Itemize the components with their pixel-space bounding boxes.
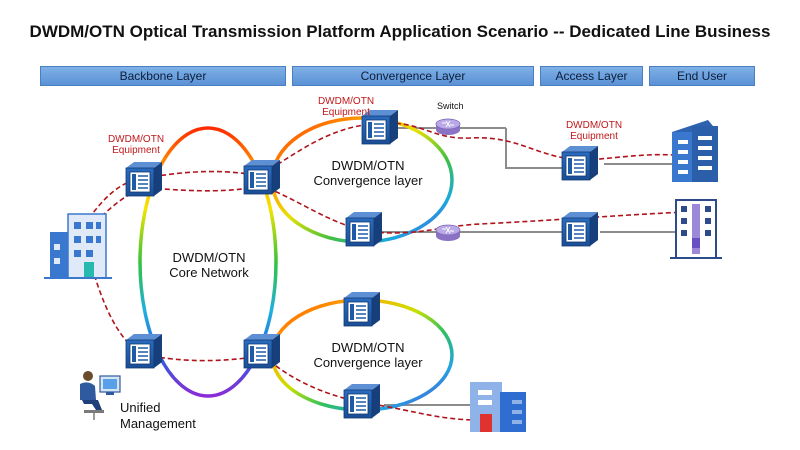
operator-workstation-icon: [80, 371, 121, 420]
dwdm-otn-equipment-icon-convergence-4: [343, 383, 381, 419]
office-building-icon-user-bottom: [470, 382, 526, 432]
dwdm-otn-equipment-icon-convergence-3: [343, 291, 381, 327]
office-building-icon-user-upper: [672, 120, 718, 182]
dwdm-otn-equipment-icon-backbone-3: [125, 333, 163, 369]
layer-bar-backbone: Backbone Layer: [40, 66, 286, 86]
core-network-label: DWDM/OTN Core Network: [169, 250, 249, 280]
equipment-label-convergence: DWDM/OTN Equipment: [317, 96, 375, 118]
unified-management-label: Unified Management: [120, 400, 196, 431]
dwdm-otn-equipment-icon-convergence-2: [345, 211, 383, 247]
office-building-icon-source: [44, 213, 112, 279]
dwdm-otn-equipment-icon-access-1: [561, 145, 599, 181]
office-building-icon-user-lower: [670, 199, 722, 259]
convergence-layer-label-lower: DWDM/OTN Convergence layer: [313, 340, 423, 370]
convergence-layer-label-upper: DWDM/OTN Convergence layer: [313, 158, 423, 188]
layer-bar-access: Access Layer: [540, 66, 643, 86]
switch-router-icon-upper: [435, 118, 461, 136]
dwdm-otn-equipment-icon-access-2: [561, 211, 599, 247]
dwdm-otn-equipment-icon-backbone-1: [125, 161, 163, 197]
dwdm-otn-equipment-icon-backbone-2: [243, 159, 281, 195]
core-network-ring: [138, 126, 278, 398]
equipment-label-access: DWDM/OTN Equipment: [565, 120, 623, 142]
layer-bar-convergence: Convergence Layer: [292, 66, 534, 86]
layer-bar-end-user: End User: [649, 66, 755, 86]
switch-router-icon-lower: [435, 224, 461, 242]
equipment-label-backbone: DWDM/OTN Equipment: [107, 134, 165, 156]
link-switch-to-access-upper: [505, 128, 568, 169]
page-title: DWDM/OTN Optical Transmission Platform A…: [29, 22, 771, 41]
dwdm-otn-equipment-icon-backbone-4: [243, 333, 281, 369]
switch-label: Switch: [437, 101, 464, 111]
